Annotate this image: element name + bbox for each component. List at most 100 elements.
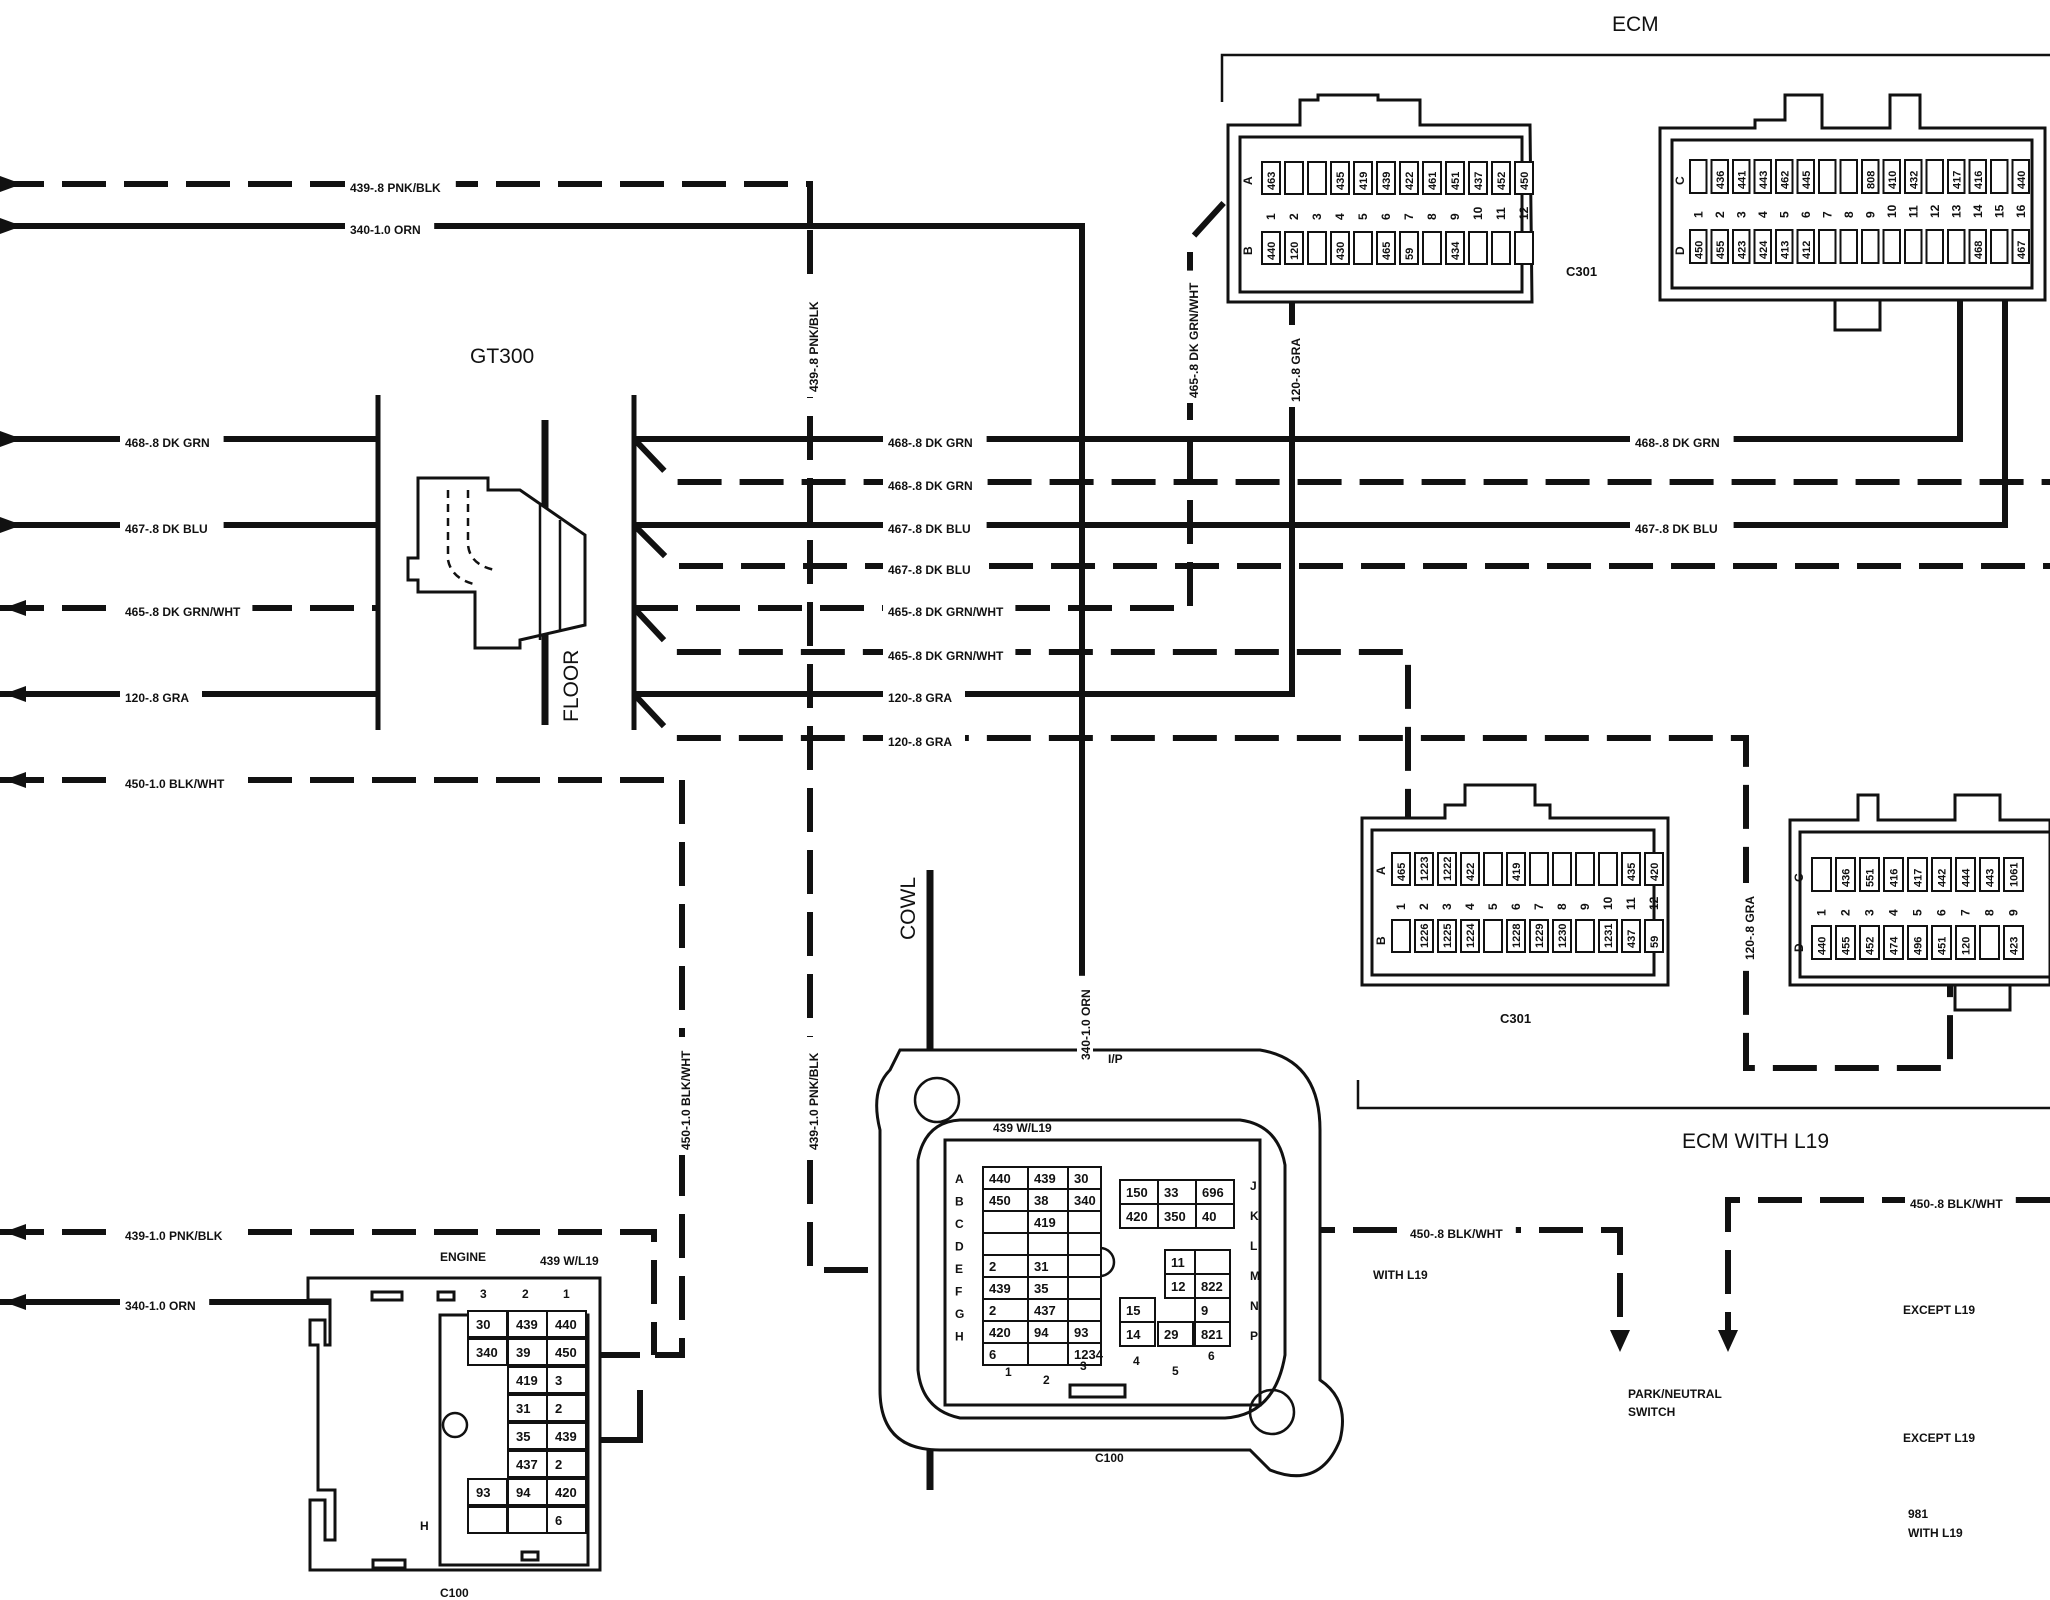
c100-center-right-letter: K bbox=[1250, 1209, 1259, 1223]
wire-label-w340_bottom: 340-1.0 ORN bbox=[120, 1297, 210, 1313]
c100-center-pin: 439 bbox=[1034, 1171, 1056, 1186]
c301-top-a-cell bbox=[1514, 161, 1534, 195]
c301-top-b-cell bbox=[1491, 231, 1511, 265]
c100-center-cell bbox=[1027, 1232, 1069, 1256]
c100-center-rm-cell bbox=[1194, 1273, 1231, 1299]
svg-text:468-.8 DK GRN: 468-.8 DK GRN bbox=[1635, 436, 1720, 450]
c301-rl-c-cell bbox=[1859, 857, 1880, 892]
c301-lower-num: 10 bbox=[1601, 896, 1615, 910]
c100-center-row-letter: F bbox=[955, 1285, 962, 1299]
c301-rl-d-cell bbox=[1835, 925, 1856, 960]
c301-top-a-pin: 463 bbox=[1266, 172, 1278, 190]
c100-center-pin: 38 bbox=[1034, 1193, 1048, 1208]
with-l19-label: WITH L19 bbox=[1373, 1268, 1428, 1282]
wire-label-w468_left: 468-.8 DK GRN bbox=[120, 434, 224, 450]
c301-lower-b-pin: 1230 bbox=[1557, 924, 1569, 948]
c301-top-b-cell bbox=[1399, 231, 1419, 265]
c100-center-bottom-num: 4 bbox=[1133, 1354, 1140, 1368]
c100-439-wl19-label: 439 W/L19 bbox=[993, 1121, 1052, 1135]
c301-rt-c-pin: 432 bbox=[1908, 171, 1920, 189]
c100-center-row-letter: E bbox=[955, 1262, 963, 1276]
c301-lower-b-letter: B bbox=[1374, 936, 1388, 945]
c301-lower-b-pin: 1224 bbox=[1465, 923, 1477, 948]
wire-label-w340_vert: 340-1.0 ORN bbox=[1077, 975, 1093, 1065]
wire-label-w468_right: 468-.8 DK GRN bbox=[1630, 434, 1734, 450]
c100-center-bottom-num: 3 bbox=[1080, 1359, 1087, 1373]
c301-lower-num: 5 bbox=[1486, 903, 1500, 910]
wire-label-w467_b: 467-.8 DK BLU bbox=[883, 561, 987, 577]
c100-center-right-letter: J bbox=[1250, 1179, 1257, 1193]
c301-rl-d-cell bbox=[1931, 925, 1952, 960]
c100-center-rm-pin: 14 bbox=[1126, 1327, 1141, 1342]
wire-467-a bbox=[634, 265, 2008, 528]
c100-center-pin: 420 bbox=[989, 1325, 1011, 1340]
c301-top-a-cell bbox=[1491, 161, 1511, 195]
c301-lower-a-cell bbox=[1621, 852, 1641, 886]
c301-top-a-pin: 461 bbox=[1427, 172, 1439, 190]
c100-left-pin: 31 bbox=[516, 1401, 530, 1416]
wire-label-w468_b: 468-.8 DK GRN bbox=[883, 477, 987, 493]
c301-lower-a-cell bbox=[1414, 852, 1434, 886]
c301-top-num: 5 bbox=[1356, 213, 1370, 220]
c301-lower-b-pin: 1225 bbox=[1442, 924, 1454, 948]
c301-rl-d-cell bbox=[1811, 925, 1832, 960]
c100-left-cell bbox=[467, 1338, 508, 1366]
wire-label-w120_b: 120-.8 GRA bbox=[883, 733, 965, 749]
c100-center-right-letter: L bbox=[1250, 1239, 1257, 1253]
c100-center-row-letter: H bbox=[955, 1330, 964, 1344]
svg-text:465-.8 DK GRN/WHT: 465-.8 DK GRN/WHT bbox=[888, 649, 1004, 663]
c301-rt-c-pin: 441 bbox=[1736, 171, 1748, 189]
wire-120-b bbox=[631, 691, 1953, 1071]
c301-top-b-letter: B bbox=[1241, 246, 1255, 255]
c301-top-a-cell bbox=[1330, 161, 1350, 195]
c301-top-a-pin: 452 bbox=[1496, 172, 1508, 190]
svg-text:120-.8 GRA: 120-.8 GRA bbox=[1289, 338, 1303, 402]
c100-left-pin: 439 bbox=[555, 1429, 577, 1444]
c301-top-num: 11 bbox=[1494, 207, 1508, 220]
c100-left-cell bbox=[546, 1422, 587, 1450]
c301-rl-c-pin: 443 bbox=[1985, 869, 1997, 887]
c100-left-pin: 2 bbox=[555, 1457, 562, 1472]
c100-center-rt-cell bbox=[1195, 1203, 1235, 1229]
svg-text:468-.8 DK GRN: 468-.8 DK GRN bbox=[888, 436, 973, 450]
wire-label-w465_left: 465-.8 DK GRN/WHT bbox=[120, 603, 253, 619]
wire-450-c100 bbox=[1105, 1227, 1630, 1352]
wire-450-right bbox=[1718, 1197, 2050, 1352]
c301-rl-num: 9 bbox=[2007, 909, 2021, 916]
c100-center-row-letter: B bbox=[955, 1195, 964, 1209]
c100-left-pin: 439 bbox=[516, 1317, 538, 1332]
ecm-with-l19-bracket: ECM WITH L19 bbox=[1356, 1080, 2050, 1153]
svg-text:450-1.0 BLK/WHT: 450-1.0 BLK/WHT bbox=[125, 777, 225, 791]
c301-rt-num: 8 bbox=[1842, 211, 1856, 218]
c100-left-pin: 340 bbox=[476, 1345, 498, 1360]
c301-lower-b-pin: 437 bbox=[1626, 930, 1638, 948]
wire-label-w439_top: 439-.8 PNK/BLK bbox=[345, 179, 456, 195]
wire-label-w450_vert: 450-1.0 BLK/WHT bbox=[677, 1037, 693, 1155]
c301-lower-b-pin: 1231 bbox=[1603, 924, 1615, 948]
c100-center-rm-pin: 29 bbox=[1164, 1327, 1178, 1342]
c100-center-row-letter: A bbox=[955, 1172, 964, 1186]
c301-rt-num: 3 bbox=[1734, 211, 1748, 218]
wire-label-w465_b: 465-.8 DK GRN/WHT bbox=[883, 647, 1016, 663]
c301-rt-c-cell bbox=[1990, 159, 2009, 194]
svg-text:465-.8 DK GRN/WHT: 465-.8 DK GRN/WHT bbox=[1187, 282, 1201, 398]
c301-rl-num: 2 bbox=[1839, 909, 1853, 916]
park-neutral-label-2: SWITCH bbox=[1628, 1405, 1675, 1419]
c301-top-b-cell bbox=[1353, 231, 1373, 265]
c301-lower-a-pin: 1222 bbox=[1442, 857, 1454, 881]
svg-text:340-1.0 ORN: 340-1.0 ORN bbox=[125, 1299, 196, 1313]
wire-467-b bbox=[631, 522, 2050, 569]
c301-rt-c-pin: 808 bbox=[1865, 171, 1877, 189]
c301-rt-num: 7 bbox=[1820, 211, 1834, 218]
c100-left-top-num: 2 bbox=[522, 1287, 529, 1301]
c301-rt-num: 11 bbox=[1906, 205, 1920, 218]
wire-label-w450_right: 450-.8 BLK/WHT bbox=[1905, 1195, 2016, 1211]
c100-center-right-letter: P bbox=[1250, 1329, 1258, 1343]
wire-465-b bbox=[631, 605, 1411, 850]
c301-top-a-pin: 435 bbox=[1335, 172, 1347, 190]
c301-lower-a-cell bbox=[1506, 852, 1526, 886]
wire-468-b bbox=[631, 436, 2050, 485]
